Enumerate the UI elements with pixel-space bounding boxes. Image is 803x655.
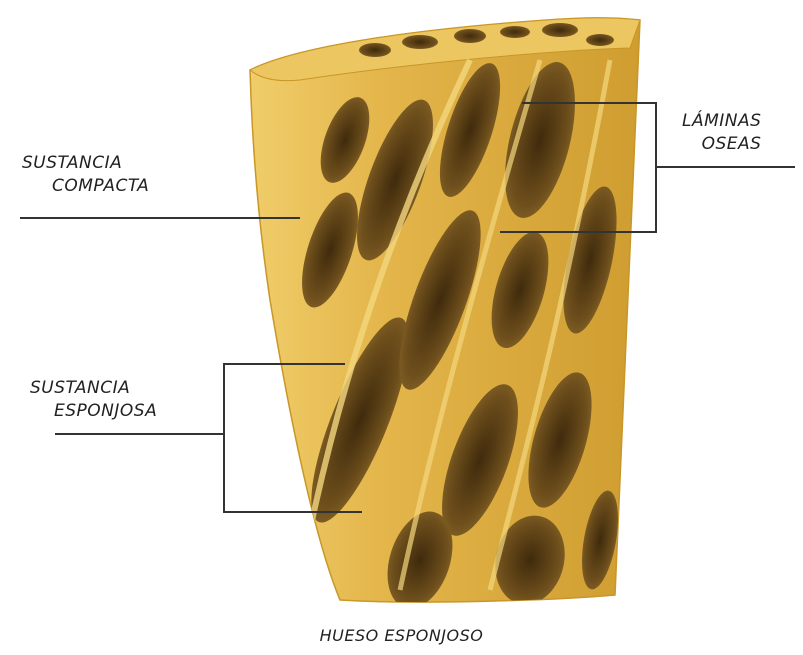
label-laminas-oseas: LÁMINAS OSEAS [682,110,761,156]
label-sustancia-compacta: SUSTANCIA COMPACTA [22,152,149,198]
label-sustancia-esponjosa: SUSTANCIA ESPONJOSA [30,377,157,423]
diagram-caption: HUESO ESPONJOSO [0,626,803,645]
